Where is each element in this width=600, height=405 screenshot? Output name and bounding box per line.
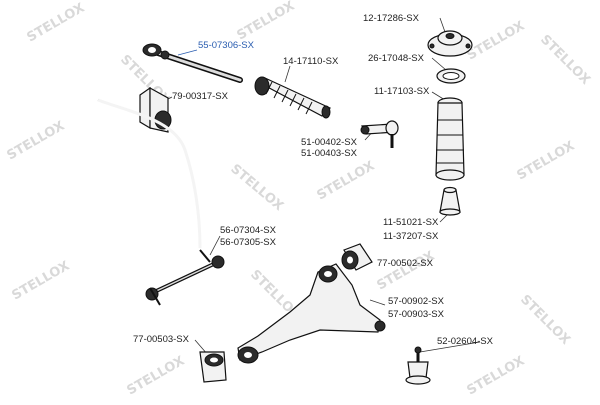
part-label-79-00317[interactable]: 79-00317-SX: [172, 91, 228, 102]
part-label-57-00902[interactable]: 57-00902-SX: [388, 296, 444, 307]
watermark-text: STELLOX: [227, 162, 286, 215]
part-label-11-37207[interactable]: 11-37207-SX: [383, 231, 439, 242]
part-label-57-00903[interactable]: 57-00903-SX: [388, 309, 444, 320]
arm-bushing-part[interactable]: [341, 243, 373, 271]
watermark-text: STELLOX: [25, 1, 88, 46]
strut-bearing-part[interactable]: [436, 68, 466, 84]
stabilizer-link-part[interactable]: [145, 249, 225, 306]
watermark-text: STELLOX: [10, 259, 73, 304]
tie-rod-end-part[interactable]: [360, 120, 399, 148]
part-label-52-02604[interactable]: 52-02604-SX: [437, 336, 493, 347]
dust-boot-part[interactable]: [435, 97, 465, 181]
part-label-14-17110[interactable]: 14-17110-SX: [283, 56, 339, 67]
watermark-text: STELLOX: [315, 159, 378, 204]
part-label-12-17286[interactable]: 12-17286-SX: [363, 13, 419, 24]
part-label-77-00502[interactable]: 77-00502-SX: [377, 258, 433, 269]
part-label-77-00503[interactable]: 77-00503-SX: [133, 334, 189, 345]
part-label-51-00403[interactable]: 51-00403-SX: [301, 148, 357, 159]
watermark-text: STELLOX: [517, 292, 573, 348]
ball-joint-part[interactable]: [405, 346, 431, 385]
part-label-11-17103[interactable]: 11-17103-SX: [374, 86, 430, 97]
watermark-text: STELLOX: [235, 0, 298, 43]
part-label-56-07305[interactable]: 56-07305-SX: [220, 237, 276, 248]
part-label-26-17048[interactable]: 26-17048-SX: [368, 53, 424, 64]
part-label-56-07304[interactable]: 56-07304-SX: [220, 225, 276, 236]
stabilizer-bar: [97, 98, 202, 249]
steering-boot-part[interactable]: [254, 76, 332, 119]
part-label-11-51021[interactable]: 11-51021-SX: [383, 217, 439, 228]
watermark-text: STELLOX: [515, 139, 578, 184]
control-arm-part[interactable]: [237, 263, 386, 364]
watermark-text: STELLOX: [5, 119, 68, 164]
watermark-text: STELLOX: [125, 354, 188, 399]
strut-mount-part[interactable]: [427, 30, 473, 57]
watermark-text: STELLOX: [465, 19, 528, 64]
part-label-55-07306[interactable]: 55-07306-SX: [198, 40, 254, 51]
watermark-text: STELLOX: [537, 32, 593, 88]
watermark-text: STELLOX: [375, 249, 438, 294]
rear-bushing-part[interactable]: [199, 351, 227, 383]
bump-stop-part[interactable]: [439, 186, 461, 216]
tie-rod-part[interactable]: [142, 43, 243, 83]
watermark-text: STELLOX: [465, 354, 528, 399]
part-label-51-00402[interactable]: 51-00402-SX: [301, 137, 357, 148]
